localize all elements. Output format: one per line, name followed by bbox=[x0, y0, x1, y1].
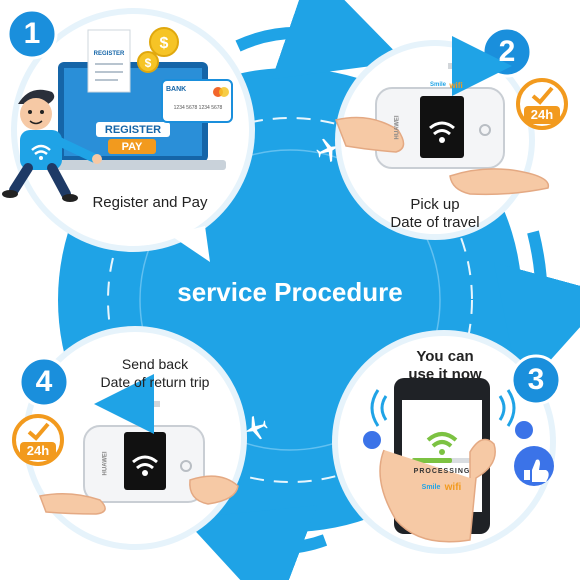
like-icon bbox=[363, 421, 554, 486]
phone-in-hand bbox=[379, 378, 496, 543]
receipt-title: REGISTER bbox=[93, 51, 125, 57]
step-3-label-line1: You can bbox=[416, 348, 474, 365]
arrow-3-to-4 bbox=[183, 505, 328, 580]
inner-ring bbox=[139, 149, 441, 451]
step-1-label: Register and Pay bbox=[92, 194, 208, 211]
svg-text:$: $ bbox=[160, 35, 169, 52]
mifi-device bbox=[375, 87, 505, 169]
bank-card-label: BANK bbox=[166, 86, 187, 93]
brand-wifi-top: wifi bbox=[449, 81, 463, 90]
arrow-2-to-3 bbox=[493, 230, 580, 394]
register-button: REGISTER bbox=[104, 124, 162, 136]
signal-icon bbox=[370, 389, 516, 427]
airplane-icon bbox=[244, 416, 268, 440]
clock-badge-text: 24h bbox=[530, 107, 554, 122]
step-2-label-line1: Pick up bbox=[410, 196, 460, 213]
step-4-label-line2: Date of return trip bbox=[100, 374, 210, 390]
step-4-label-line1: Send back bbox=[121, 356, 189, 372]
clock-icon bbox=[516, 78, 568, 130]
step-3-number: 3 bbox=[527, 363, 545, 396]
pay-button: PAY bbox=[121, 141, 143, 153]
card-number: 1234 5678 1234 5678 bbox=[173, 105, 223, 111]
brand-smile-top: Smile bbox=[429, 82, 446, 88]
step-4-badge bbox=[18, 356, 70, 408]
airplane-icon bbox=[316, 138, 340, 162]
step-2-number: 2 bbox=[498, 35, 516, 68]
device-brand: HUAWEI bbox=[102, 451, 109, 476]
step-4-number: 4 bbox=[35, 365, 53, 398]
device-brand: HUAWEI bbox=[394, 115, 401, 140]
arrow-1-to-2 bbox=[235, 0, 405, 80]
flight-path-ring bbox=[107, 117, 473, 483]
brand-wifi-phone: wifi bbox=[444, 482, 462, 493]
coin-icon: $ $ bbox=[137, 27, 179, 73]
brand-smile-phone: Smile bbox=[421, 484, 441, 491]
hand-receiving bbox=[449, 168, 550, 196]
hand-giving bbox=[38, 475, 239, 515]
step-1-number: 1 bbox=[23, 17, 41, 50]
hand-giving bbox=[334, 116, 405, 153]
step-2-label-line2: Date of travel bbox=[390, 214, 480, 231]
step-3-badge bbox=[510, 354, 562, 406]
step-1-badge bbox=[6, 8, 58, 60]
processing-label: PROCESSING bbox=[413, 468, 471, 475]
clock-badge-text: 24h bbox=[26, 443, 50, 458]
mifi-device bbox=[83, 425, 205, 503]
character bbox=[2, 89, 102, 202]
step-3-label-line2: use it now bbox=[408, 366, 482, 383]
bank-card bbox=[161, 79, 233, 123]
svg-text:$: $ bbox=[145, 56, 152, 70]
clock-icon bbox=[12, 414, 64, 466]
page-title: service Procedure bbox=[177, 277, 403, 307]
